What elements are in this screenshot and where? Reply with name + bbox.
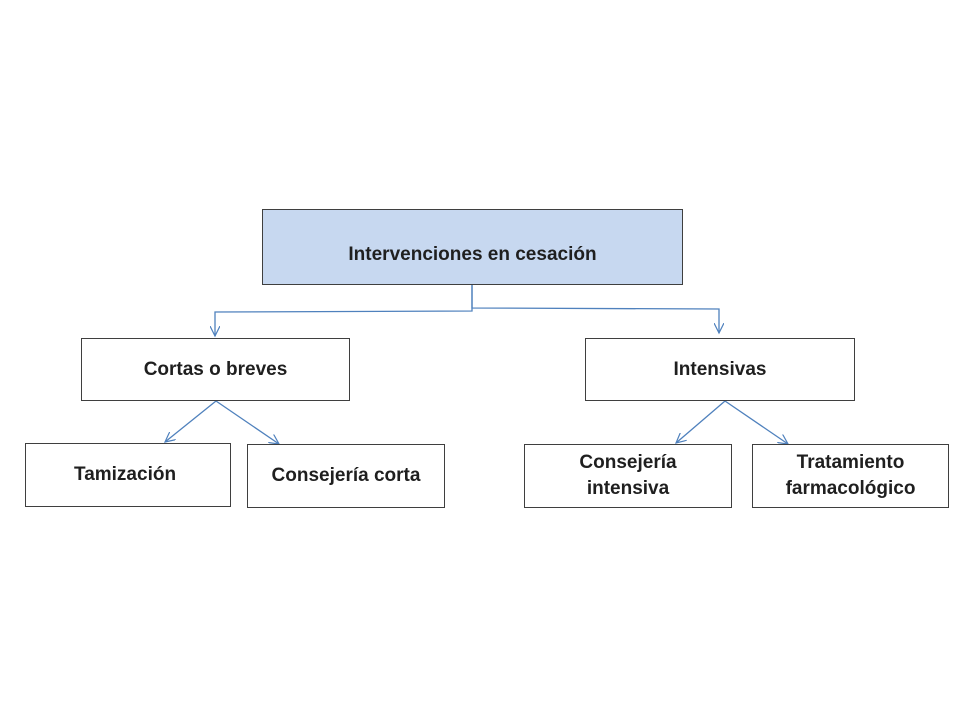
connector-intensivas-to-tratamiento [724, 400, 788, 444]
leaf-node-consejeria-corta-label: Consejería corta [271, 465, 421, 487]
branch-node-intensivas: Intensivas [585, 338, 855, 401]
root-node: Intervenciones en cesación [262, 209, 683, 285]
leaf-node-tratamiento-line2: farmacológico [785, 478, 916, 499]
connector-cortas-to-consejeria-corta [215, 400, 279, 444]
connector-root-to-intensivas [471, 285, 719, 333]
leaf-node-consejeria-intensiva: Consejería intensiva [524, 444, 732, 508]
connector-root-to-cortas [215, 285, 473, 336]
connector-cortas-to-tamizacion [165, 400, 217, 442]
leaf-node-tamizacion: Tamización [25, 443, 231, 507]
branch-node-cortas: Cortas o breves [81, 338, 350, 401]
leaf-node-consejeria-corta: Consejería corta [247, 444, 445, 508]
leaf-node-consejeria-intensiva-line2: intensiva [586, 478, 670, 499]
leaf-node-tamizacion-label: Tamización [74, 464, 177, 486]
leaf-node-consejeria-intensiva-line1: Consejería [579, 452, 677, 474]
connector-intensivas-to-consejeria-intensiva [676, 400, 726, 443]
branch-node-cortas-label: Cortas o breves [143, 358, 288, 380]
leaf-node-tratamiento-line1: Tratamiento [796, 452, 905, 474]
root-node-label: Intervenciones en cesación [348, 244, 597, 266]
branch-node-intensivas-label: Intensivas [673, 358, 767, 380]
leaf-node-tratamiento-farmacologico: Tratamiento farmacológico [752, 444, 949, 508]
